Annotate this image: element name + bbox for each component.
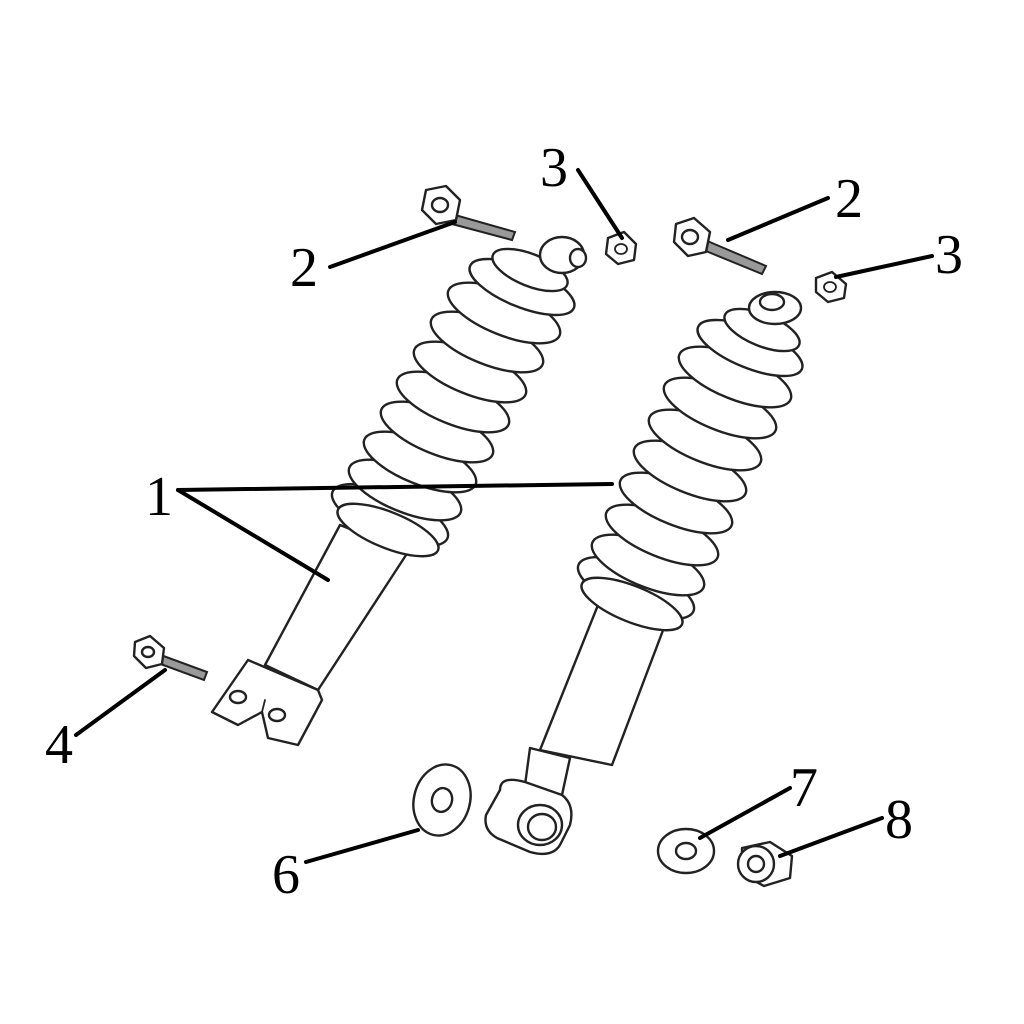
callout-4: 4 xyxy=(45,714,73,776)
callout-2-right: 2 xyxy=(835,168,863,230)
nut-3-left xyxy=(604,230,638,266)
callout-3-left: 3 xyxy=(540,137,568,199)
left-shock-absorber xyxy=(210,235,588,747)
leader-8 xyxy=(778,816,884,858)
callout-8: 8 xyxy=(885,789,913,851)
callout-2-left: 2 xyxy=(290,237,318,299)
callout-3-right: 3 xyxy=(935,224,963,286)
leader-2-right xyxy=(726,196,830,242)
washer-6 xyxy=(412,763,472,837)
callout-labels: 1 2 2 3 3 4 6 7 8 xyxy=(45,137,963,906)
leader-1-right xyxy=(176,482,614,492)
leader-3-left xyxy=(576,168,624,240)
callout-1: 1 xyxy=(145,466,173,528)
right-spring xyxy=(590,318,804,597)
leader-6 xyxy=(304,828,420,864)
leader-1-left xyxy=(176,488,330,582)
right-shock-absorber xyxy=(484,290,804,856)
bolt-4 xyxy=(132,634,209,682)
bolt-2-right xyxy=(672,216,768,276)
leader-2-left xyxy=(328,220,457,269)
callout-6: 6 xyxy=(272,844,300,906)
leader-4 xyxy=(74,668,167,737)
washer-7 xyxy=(656,827,716,875)
callout-7: 7 xyxy=(790,757,818,819)
left-spring xyxy=(347,257,576,522)
nut-8 xyxy=(736,840,794,888)
bolt-2-left xyxy=(420,184,517,242)
leader-3-right xyxy=(834,254,934,279)
nut-3-right xyxy=(814,270,848,304)
leader-7 xyxy=(698,786,792,840)
leader-lines xyxy=(74,168,934,864)
